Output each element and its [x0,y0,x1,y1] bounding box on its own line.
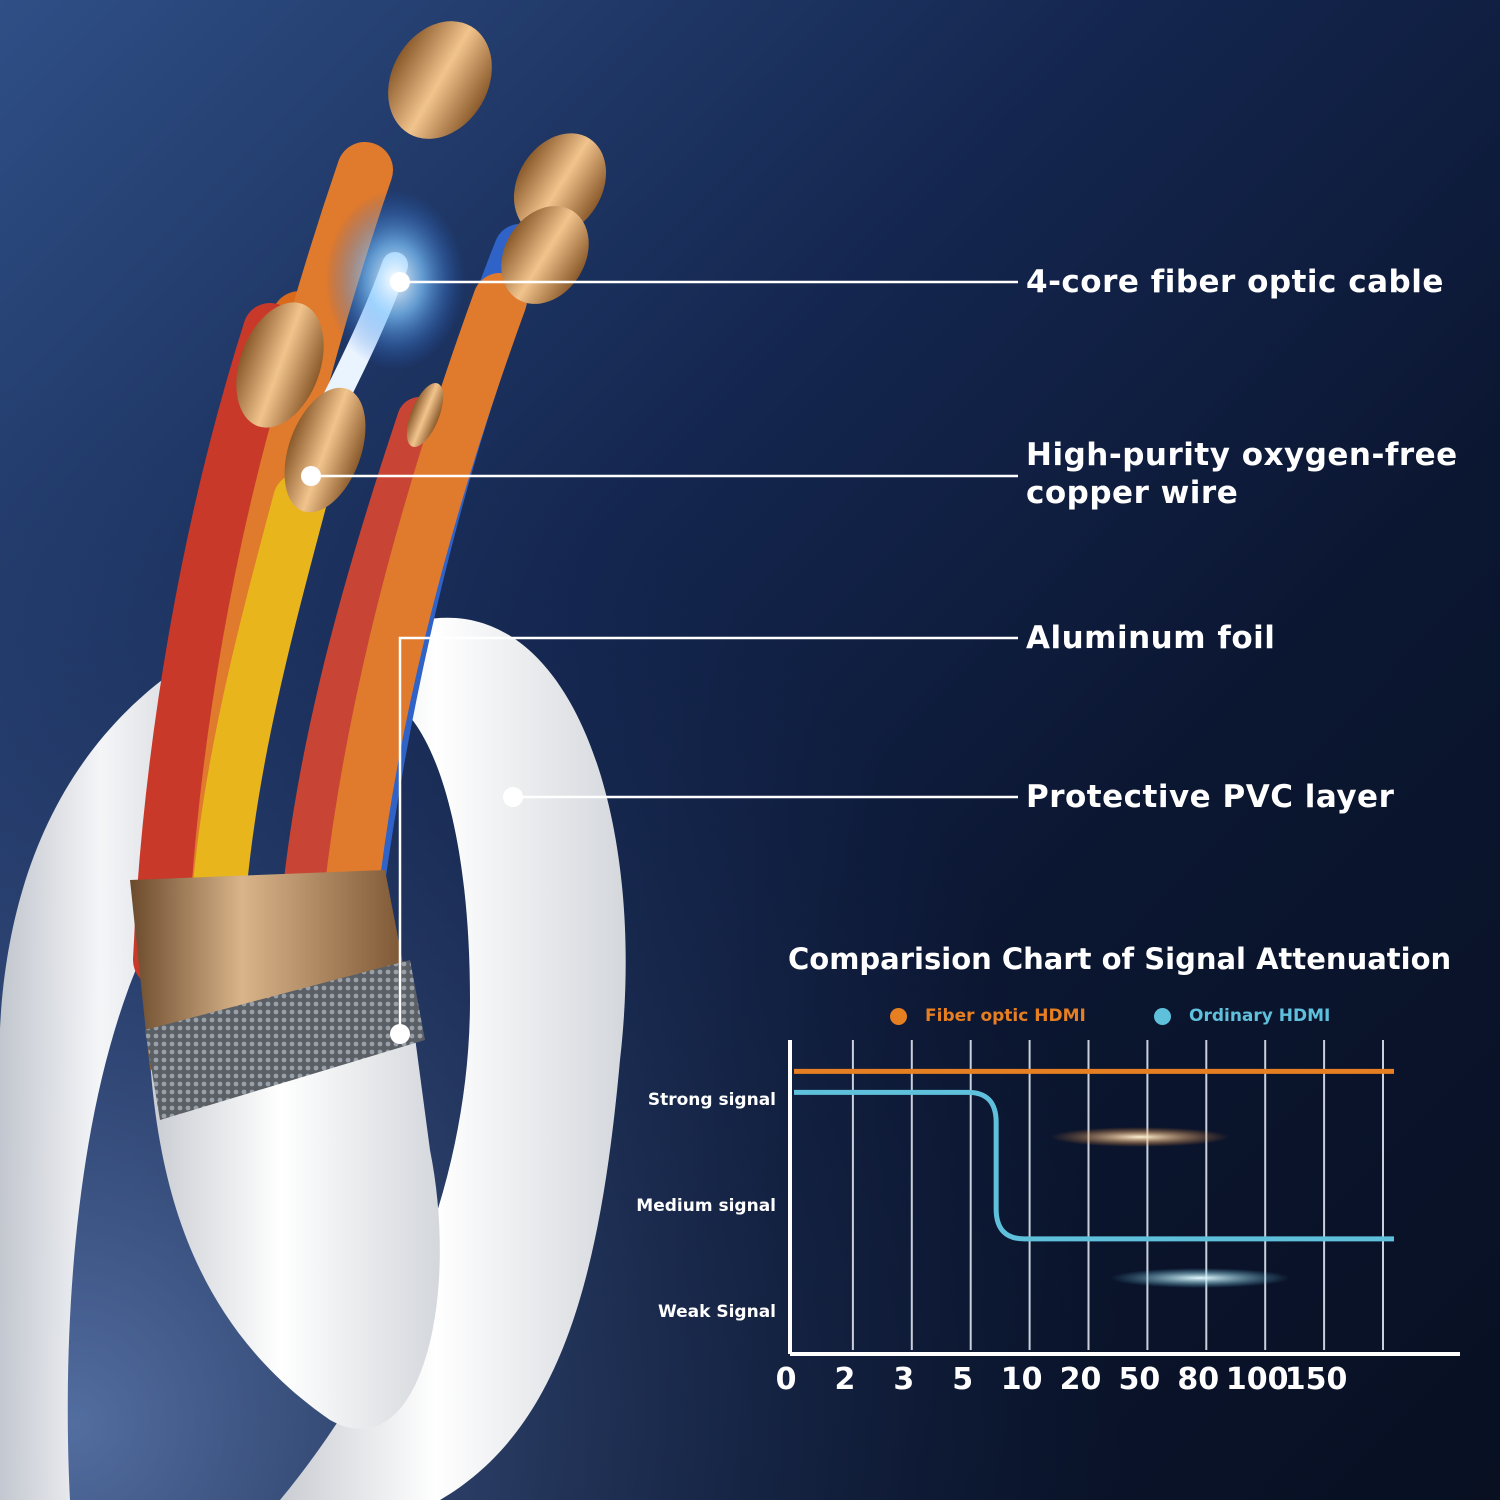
x-tick-label: 20 [1059,1362,1102,1397]
legend-label: Ordinary HDMI [1189,1006,1331,1026]
series-line-ordinary [794,1089,1394,1242]
signal-attenuation-chart [788,1040,1460,1356]
x-tick-label: 5 [952,1362,974,1397]
callout-text: Protective PVC layer [1026,779,1395,815]
chart-title: Comparision Chart of Signal Attenuation [788,942,1452,976]
x-tick-label: 80 [1177,1362,1220,1397]
callout-text-line-2: copper wire [1026,475,1239,511]
x-tick-label: 0 [775,1362,797,1397]
callout-dot-foil [390,1024,410,1044]
legend-label: Fiber optic HDMI [925,1006,1086,1026]
braided-shield [145,960,425,1120]
cable-illustration [0,21,626,1500]
y-tick-label: Weak Signal [657,1302,776,1322]
callout-dot-pvc [503,787,523,807]
callout-lines [301,272,1018,1044]
callout-dot-copper [301,466,321,486]
callout-label-foil: Aluminum foil [1026,619,1275,657]
callout-text: Aluminum foil [1026,620,1276,656]
x-tick-label: 100 [1225,1362,1289,1397]
callout-text-line-1: High-purity oxygen-free [1026,437,1458,473]
legend-ordinary: Ordinary HDMI [1154,1006,1330,1026]
callout-dot-fiber [390,272,410,292]
y-tick-label: Strong signal [647,1090,776,1110]
ordinary-line-flare [1110,1268,1290,1288]
fiber-line-flare [1050,1127,1230,1147]
x-tick-label: 10 [1000,1362,1043,1397]
legend-dot-icon [1154,1007,1171,1025]
x-tick-label: 150 [1284,1362,1348,1397]
x-tick-label: 50 [1118,1362,1161,1397]
copper-strands [236,21,607,513]
legend-dot-icon [890,1007,907,1025]
callout-line-foil [398,636,1018,1034]
callout-label-copper: High-purity oxygen-free copper wire [1026,436,1458,512]
x-tick-label: 2 [834,1362,856,1397]
callout-label-pvc: Protective PVC layer [1026,778,1394,816]
pvc-jacket-loop [280,617,626,1500]
wire-orange-right [318,273,527,987]
legend-fiber: Fiber optic HDMI [890,1006,1086,1026]
callout-text: 4-core fiber optic cable [1026,264,1444,300]
x-tick-label: 3 [893,1362,915,1397]
y-tick-label: Medium signal [636,1196,776,1216]
callout-label-fiber: 4-core fiber optic cable [1026,263,1444,301]
pvc-jacket-front [150,1000,440,1429]
